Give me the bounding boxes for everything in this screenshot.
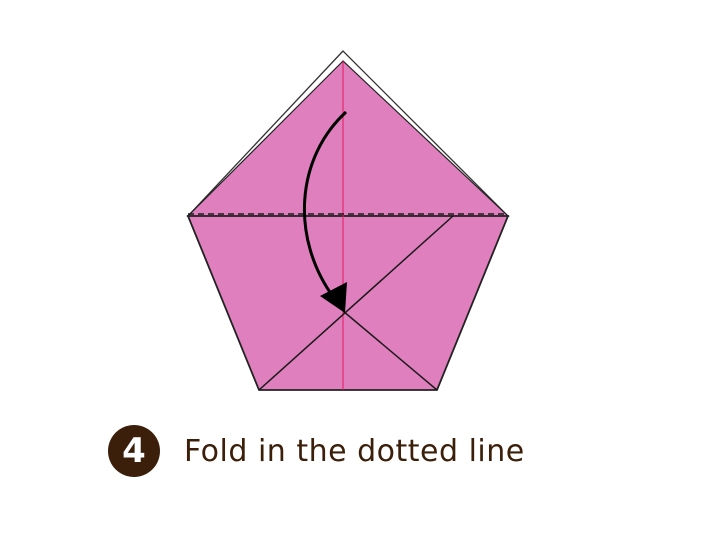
step-instruction: Fold in the dotted line	[184, 433, 525, 469]
diagonal-fold-line	[258, 215, 454, 391]
pentagon-body	[186, 215, 510, 391]
step-number: 4	[122, 431, 146, 471]
arrow-head	[320, 282, 347, 313]
top-triangle-flap	[186, 60, 510, 217]
arrow-curve	[302, 110, 348, 299]
step-number-badge: 4	[108, 425, 160, 477]
curved-down-arrow-icon	[302, 110, 348, 313]
diagonal-fold-line	[342, 310, 438, 391]
